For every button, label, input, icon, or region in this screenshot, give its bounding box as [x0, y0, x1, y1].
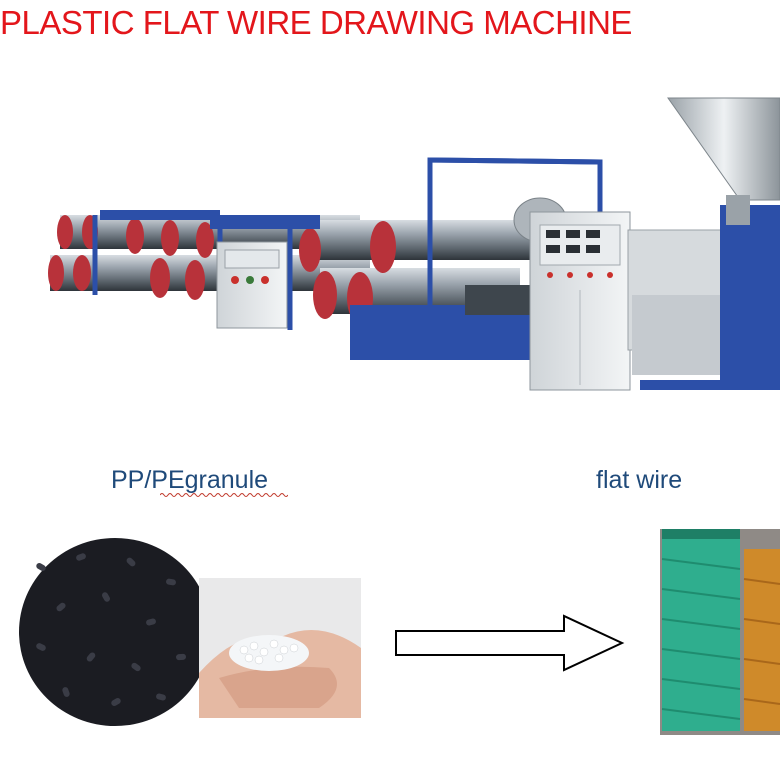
flat-wire-label: flat wire — [596, 466, 683, 494]
black-granules-image — [16, 534, 214, 730]
flat-wire-spools-image — [660, 529, 780, 735]
page-title: PLASTIC FLAT WIRE DRAWING MACHINE — [0, 4, 632, 41]
right-arrow-icon — [395, 614, 625, 672]
machine-image — [48, 97, 780, 391]
spellcheck-underline — [160, 493, 288, 497]
white-granules-image — [199, 578, 361, 718]
granule-label: PP/PEgranule — [111, 466, 269, 494]
